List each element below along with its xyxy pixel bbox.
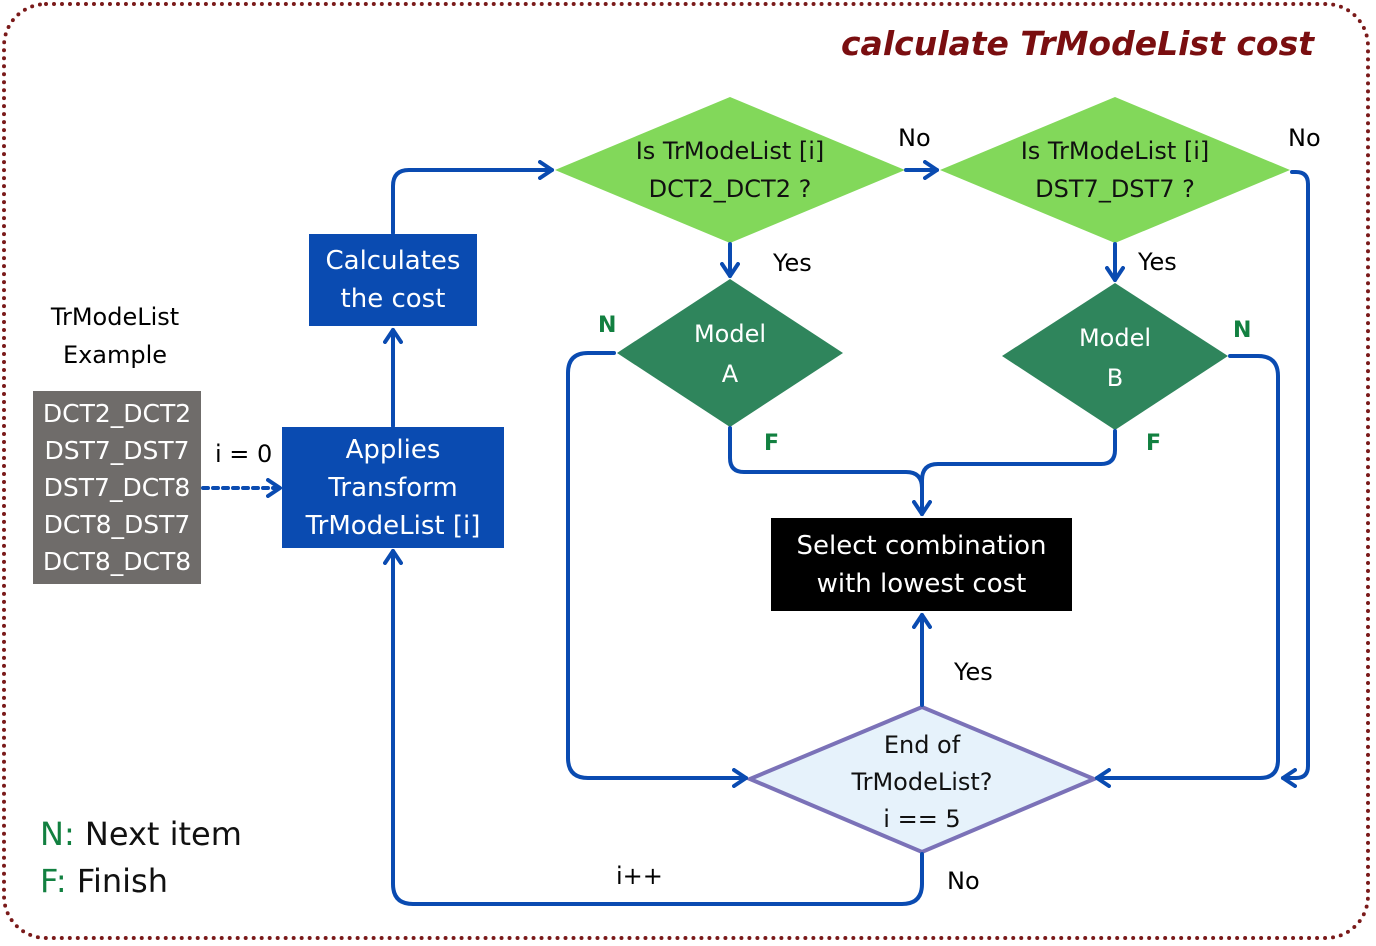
model-a-line2: A xyxy=(721,360,739,388)
edge-label-no-end: No xyxy=(947,867,980,895)
apply-line2: Transform xyxy=(328,472,458,503)
model-b-line2: B xyxy=(1106,364,1124,392)
edge-modela-to-select xyxy=(728,426,932,516)
init-label: i = 0 xyxy=(215,440,273,468)
select-line1: Select combination xyxy=(796,530,1047,561)
edge-dec2-no-to-end xyxy=(1281,170,1310,788)
select-combination-box: Select combination with lowest cost xyxy=(771,518,1072,611)
edge-label-increment: i++ xyxy=(616,862,663,890)
edge-calc-to-dec1 xyxy=(391,160,554,235)
decision-dst7-shape xyxy=(940,97,1290,243)
model-a-text: Model A xyxy=(660,314,800,394)
model-b-shape xyxy=(1002,283,1228,430)
diagram-title: calculate TrModeList cost xyxy=(841,24,1314,63)
legend-f-text: Finish xyxy=(76,862,168,900)
decision-dst7-text: Is TrModeList [i] DST7_DST7 ? xyxy=(965,132,1265,208)
decision-dct2-text: Is TrModeList [i] DCT2_DCT2 ? xyxy=(580,132,880,208)
list-item: DCT8_DCT8 xyxy=(42,547,192,576)
legend-f-key: F: xyxy=(40,862,67,900)
decision-dct2-shape xyxy=(555,97,905,243)
legend-next-item: N: Next item xyxy=(40,815,242,853)
model-b-text: Model B xyxy=(1045,318,1185,398)
example-heading-line2: Example xyxy=(62,341,168,369)
dec2-line2: DST7_DST7 ? xyxy=(1035,175,1195,203)
calculates-cost-box: Calculates the cost xyxy=(309,234,477,326)
edge-label-yes-dec2: Yes xyxy=(1138,248,1177,276)
edge-modelb-n-to-end xyxy=(1095,354,1280,788)
edge-label-no-dec1: No xyxy=(898,124,931,152)
model-b-line1: Model xyxy=(1078,324,1152,352)
dec1-line2: DCT2_DCT2 ? xyxy=(648,175,812,203)
model-a-line1: Model xyxy=(693,320,767,348)
end-line3: i == 5 xyxy=(883,805,961,833)
legend-n-key: N: xyxy=(40,815,75,853)
legend-n-text: Next item xyxy=(84,815,242,853)
edge-label-f-model-a: F xyxy=(764,431,780,456)
end-line1: End of xyxy=(883,731,961,759)
calc-line2: the cost xyxy=(340,284,446,314)
example-heading: TrModeList Example xyxy=(30,298,200,374)
dec2-line1: Is TrModeList [i] xyxy=(1020,137,1210,165)
calc-line1: Calculates xyxy=(325,246,461,276)
end-line2: TrModeList? xyxy=(851,768,993,796)
edge-label-f-model-b: F xyxy=(1146,431,1162,456)
example-heading-line1: TrModeList xyxy=(50,303,180,331)
model-a-shape xyxy=(617,279,843,427)
list-item: DST7_DCT8 xyxy=(43,473,191,502)
edge-label-n-model-a: N xyxy=(598,313,617,338)
edge-label-no-dec2: No xyxy=(1288,124,1321,152)
list-item: DCT8_DST7 xyxy=(43,510,191,539)
legend-finish: F: Finish xyxy=(40,862,168,900)
edge-label-yes-dec1: Yes xyxy=(773,249,812,277)
list-item: DCT2_DCT2 xyxy=(42,399,192,428)
edge-label-yes-end: Yes xyxy=(954,658,993,686)
apply-line1: Applies xyxy=(345,434,441,465)
end-decision-text: End of TrModeList? i == 5 xyxy=(822,727,1022,838)
edge-end-no-loop xyxy=(383,549,924,906)
apply-line3: TrModeList [i] xyxy=(305,510,481,541)
end-decision-shape xyxy=(744,704,1100,855)
edge-label-n-model-b: N xyxy=(1233,318,1252,343)
list-item: DST7_DST7 xyxy=(44,436,190,465)
select-line2: with lowest cost xyxy=(816,568,1027,599)
edge-modela-n-to-end xyxy=(566,351,748,788)
applies-transform-box: Applies Transform TrModeList [i] xyxy=(282,427,504,548)
trmodelist-example-list: DCT2_DCT2 DST7_DST7 DST7_DCT8 DCT8_DST7 … xyxy=(33,391,201,584)
edge-modelb-to-select xyxy=(920,429,1117,516)
dec1-line1: Is TrModeList [i] xyxy=(635,137,825,165)
